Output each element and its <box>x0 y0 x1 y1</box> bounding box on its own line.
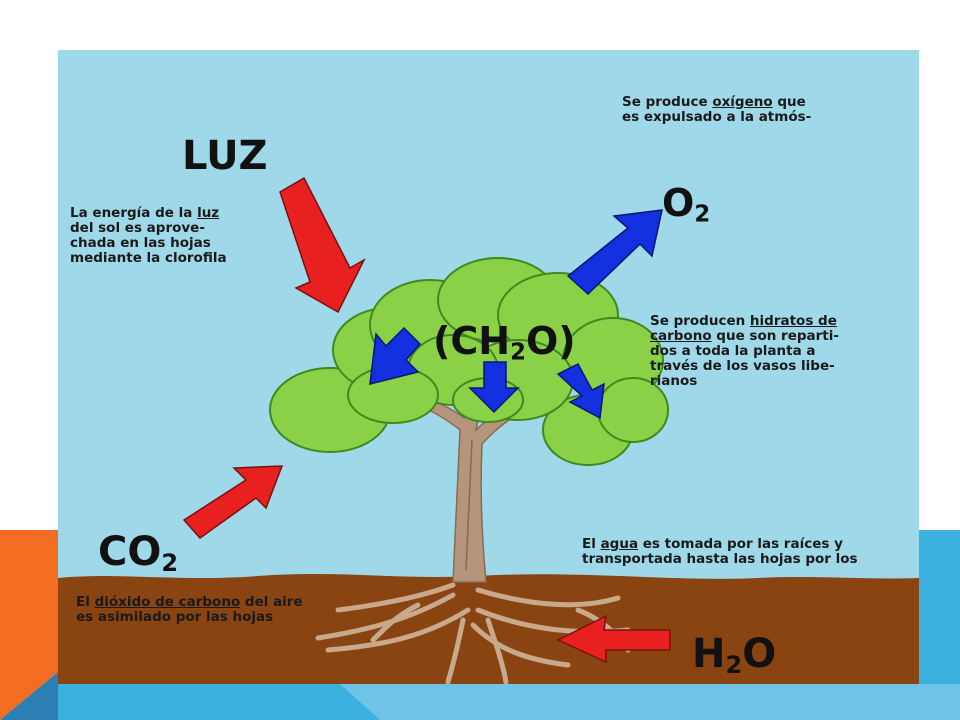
roots <box>315 582 631 684</box>
note-luz-l3: chada en las hojas <box>70 235 211 251</box>
note-co2: El dióxido de carbono del aire es asimil… <box>76 595 303 625</box>
note-carbs-l1-underlined: hidratos de <box>749 313 837 329</box>
arrow-co2 <box>182 465 284 540</box>
note-water: El agua es tomada por las raíces y trans… <box>582 537 858 567</box>
note-co2-l1-post: del aire <box>240 594 303 610</box>
note-oxygen: Se produce oxígeno que es expulsado a la… <box>622 95 811 125</box>
o2-base: O <box>662 181 695 225</box>
arrow-h2o <box>556 614 671 664</box>
o2-sub: 2 <box>694 201 711 228</box>
note-water-l1-post: es tomada por las raíces y <box>638 536 843 552</box>
note-oxygen-l2: es expulsado a la atmós- <box>622 109 812 125</box>
note-water-l2: transportada hasta las hojas por los <box>582 551 858 567</box>
ch2o-open: (CH <box>433 319 511 363</box>
h2o-sub: 2 <box>725 651 743 679</box>
ch2o-close: O) <box>525 319 576 363</box>
arrow-ch2o-right <box>556 363 605 420</box>
arrow-ch2o-left <box>369 326 422 385</box>
note-water-l1-underlined: agua <box>600 536 639 552</box>
note-carbs-l4: través de los vasos libe- <box>650 358 835 374</box>
note-luz-l4: mediante la clorofila <box>70 250 227 266</box>
note-oxygen-l1-post: que <box>772 94 806 110</box>
diagram-illustration <box>58 50 919 684</box>
co2-base: CO <box>98 529 162 575</box>
note-carbs-l3: dos a toda la planta a <box>650 343 816 359</box>
note-luz: La energía de la luz del sol es aprove- … <box>70 206 227 266</box>
note-luz-l1-pre: La energía de la <box>70 205 198 221</box>
note-oxygen-l1-pre: Se produce <box>622 94 713 110</box>
co2-sub: 2 <box>161 549 179 577</box>
note-co2-l1-underlined: dióxido de carbono <box>94 594 241 610</box>
note-oxygen-l1-underlined: oxígeno <box>712 94 773 110</box>
note-carbs-l2-underlined: carbono <box>650 328 712 344</box>
ch2o-sub: 2 <box>510 339 526 366</box>
label-o2: O2 <box>662 184 710 226</box>
h2o-base: H <box>692 631 726 677</box>
arrow-luz <box>279 176 366 314</box>
note-water-l1-pre: El <box>582 536 601 552</box>
note-co2-l1-pre: El <box>76 594 95 610</box>
label-co2: CO2 <box>98 532 178 575</box>
note-co2-l2: es asimilado por las hojas <box>76 609 274 625</box>
photosynthesis-diagram: LUZ O2 (CH2O) CO2 H2O La energía de la l… <box>58 50 919 684</box>
note-carbs-l1-pre: Se producen <box>650 313 750 329</box>
note-luz-l2: del sol es aprove- <box>70 220 205 236</box>
orange-accent-band <box>0 530 58 720</box>
light-blue-accent <box>340 684 960 720</box>
note-carbs: Se producen hidratos de carbono que son … <box>650 314 839 389</box>
h2o-end: O <box>742 631 777 677</box>
label-h2o: H2O <box>692 634 776 677</box>
note-luz-l1-underlined: luz <box>197 205 220 221</box>
arrow-ch2o-middle <box>468 361 520 414</box>
note-carbs-l5: rianos <box>650 373 698 389</box>
dark-blue-accent-band <box>0 672 58 720</box>
label-luz: LUZ <box>182 133 268 179</box>
arrow-o2 <box>566 209 663 296</box>
label-ch2o: (CH2O) <box>433 322 576 364</box>
note-carbs-l2-post: que son reparti- <box>711 328 839 344</box>
